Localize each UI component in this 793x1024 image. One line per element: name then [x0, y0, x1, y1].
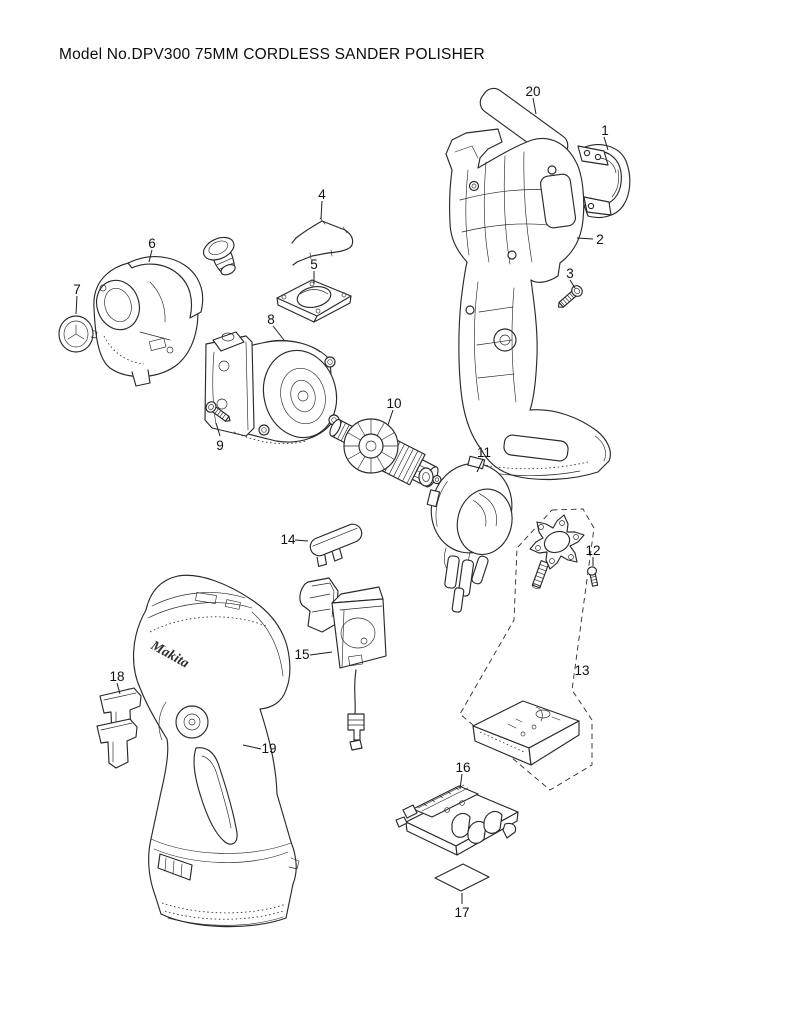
svg-text:19: 19	[261, 741, 276, 756]
svg-text:5: 5	[310, 257, 318, 272]
callout-5: 5	[310, 257, 318, 284]
svg-text:3: 3	[566, 266, 574, 281]
part-small-screw	[586, 566, 599, 587]
svg-text:20: 20	[525, 84, 540, 99]
svg-text:17: 17	[454, 905, 469, 920]
svg-text:11: 11	[477, 445, 491, 460]
svg-text:4: 4	[318, 187, 326, 202]
callout-18: 18	[109, 669, 125, 695]
part-terminal-block	[395, 784, 519, 856]
part-switch-base-plate	[276, 279, 352, 323]
callout-6: 6	[148, 236, 156, 263]
svg-text:8: 8	[267, 312, 275, 327]
callout-2: 2	[576, 232, 604, 247]
svg-text:2: 2	[596, 232, 604, 247]
callout-3: 3	[566, 266, 576, 289]
callout-14: 14	[280, 532, 309, 547]
part-controller	[472, 700, 580, 766]
svg-text:13: 13	[574, 663, 589, 678]
callout-10: 10	[386, 396, 402, 426]
callout-13: 13	[574, 663, 589, 678]
page-title: Model No.DPV300 75MM CORDLESS SANDER POL…	[59, 46, 485, 63]
part-wire-guard	[291, 217, 354, 266]
callout-12: 12	[585, 543, 601, 566]
svg-text:7: 7	[73, 282, 81, 297]
part-tapping-screw	[557, 285, 583, 308]
svg-text:15: 15	[294, 647, 309, 662]
part-adjust-knob	[202, 236, 236, 276]
callouts: 1 2 3 4 5 6 7	[73, 84, 609, 920]
part-hook-bracket	[577, 144, 631, 219]
part-label-sheet	[434, 863, 490, 892]
callout-7: 7	[73, 282, 81, 315]
svg-text:10: 10	[386, 396, 401, 411]
part-motor-housing-left: Makita	[133, 574, 300, 928]
part-gear-housing-cover	[93, 256, 204, 387]
part-hook-set	[96, 687, 142, 769]
callout-17: 17	[454, 893, 470, 920]
part-field-stator	[426, 455, 513, 613]
part-insulation-washer	[529, 514, 585, 590]
svg-text:18: 18	[109, 669, 124, 684]
callout-1: 1	[601, 123, 609, 151]
svg-text:16: 16	[455, 760, 470, 775]
part-motor-housing-right	[445, 128, 611, 481]
controller-set-boundary	[459, 508, 595, 791]
part-bearing	[418, 467, 434, 487]
callout-4: 4	[318, 187, 326, 220]
callout-19: 19	[242, 741, 277, 756]
svg-text:9: 9	[216, 438, 224, 453]
callout-11: 11	[476, 445, 491, 473]
svg-text:12: 12	[585, 543, 600, 558]
callout-20: 20	[525, 84, 541, 115]
callout-9: 9	[215, 422, 224, 453]
part-gear-assembly	[204, 331, 340, 444]
svg-text:6: 6	[148, 236, 156, 251]
svg-text:14: 14	[280, 532, 296, 547]
callout-15: 15	[294, 647, 333, 662]
callout-8: 8	[267, 312, 285, 341]
part-cap	[58, 315, 98, 353]
part-switch-assembly	[299, 577, 387, 751]
part-pan-head-screw	[205, 401, 231, 422]
part-lock-button	[309, 523, 363, 568]
svg-text:1: 1	[601, 123, 609, 138]
callout-16: 16	[455, 760, 471, 790]
